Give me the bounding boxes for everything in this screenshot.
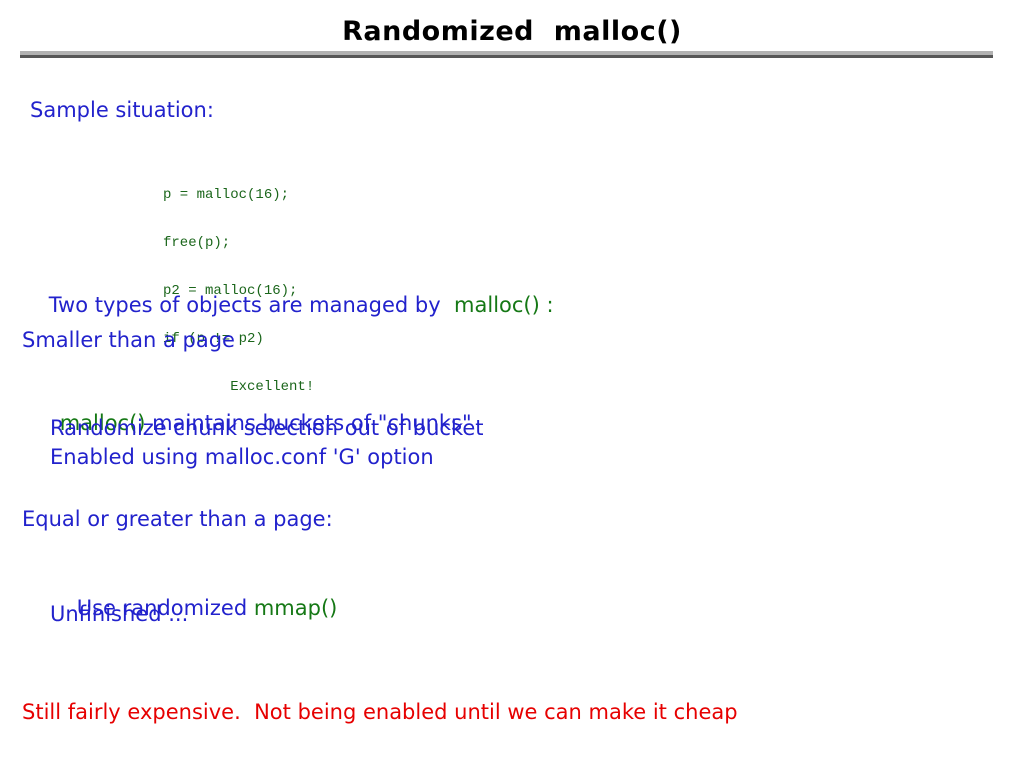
separator-dark-band xyxy=(20,55,993,58)
code-line: free(p); xyxy=(163,235,231,251)
bullet-randomize-chunk: Randomize chunk selection out of bucket xyxy=(50,416,484,440)
malloc-keyword: malloc() xyxy=(59,411,146,435)
title-separator-rule xyxy=(20,51,993,58)
two-types-line: Two types of objects are managed by mall… xyxy=(22,269,554,341)
malloc-keyword: malloc() : xyxy=(454,293,554,317)
two-types-text: Two types of objects are managed by xyxy=(48,293,455,317)
buckets-line: malloc() maintains buckets of "chunks" xyxy=(33,387,472,459)
code-line: Excellent! xyxy=(163,379,315,395)
equal-or-greater-heading: Equal or greater than a page: xyxy=(22,507,333,531)
unfinished-line: Unfinished ... xyxy=(50,602,189,626)
bullet-enabled-option: Enabled using malloc.conf 'G' option xyxy=(50,445,434,469)
separator-light-band xyxy=(20,51,993,55)
mmap-keyword: mmap() xyxy=(253,596,338,620)
mmap-line: Use randomized mmap() xyxy=(50,572,338,644)
mmap-text: Use randomized xyxy=(76,596,254,620)
smaller-than-page-heading: Smaller than a page xyxy=(22,328,235,352)
footer-expensive-note: Still fairly expensive. Not being enable… xyxy=(22,700,738,724)
slide-title: Randomized malloc() xyxy=(342,16,682,47)
code-line: p2 = malloc(16); xyxy=(163,283,298,299)
code-line: p = malloc(16); xyxy=(163,187,290,203)
code-sample-block: p = malloc(16); free(p); p2 = malloc(16)… xyxy=(163,155,314,427)
buckets-text: maintains buckets of "chunks" xyxy=(145,411,472,435)
sample-situation-label: Sample situation: xyxy=(30,98,214,122)
code-line: if (p != p2) xyxy=(163,331,264,347)
